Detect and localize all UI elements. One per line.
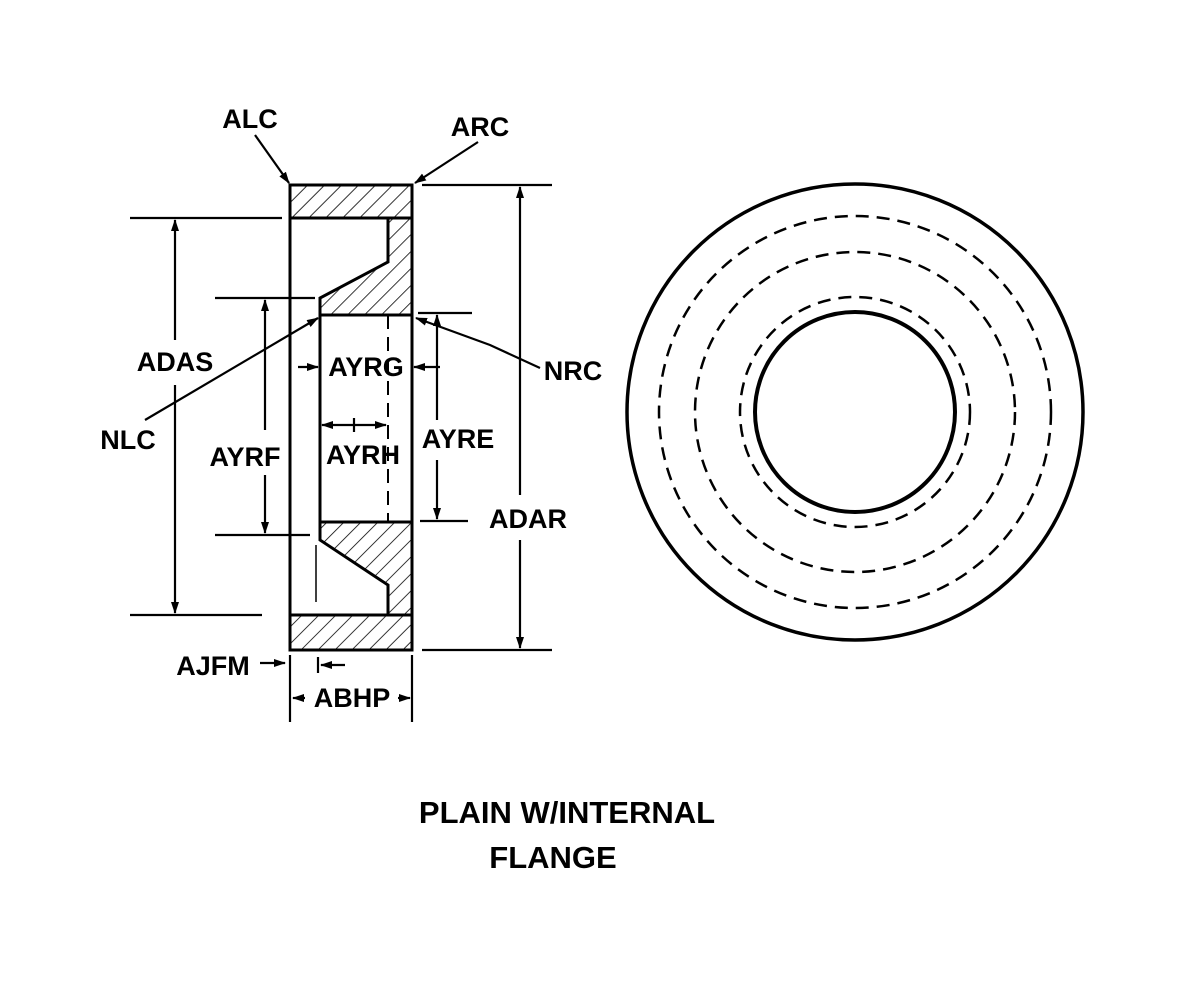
label-adar: ADAR — [489, 504, 567, 534]
section-view — [288, 183, 414, 652]
label-nrc: NRC — [544, 356, 603, 386]
hidden-circle-outer — [657, 214, 1053, 610]
upper-flange-hatch — [318, 216, 414, 317]
label-arc: ARC — [451, 112, 510, 142]
lower-flange-hatch — [318, 520, 414, 617]
label-alc: ALC — [222, 104, 278, 134]
bottom-hatched-wall — [288, 613, 414, 652]
hidden-circle-middle — [693, 250, 1017, 574]
title-line-2: FLANGE — [489, 840, 616, 875]
bore-circle — [753, 310, 957, 514]
hidden-circle-inner — [738, 295, 972, 529]
label-abhp: ABHP — [314, 683, 391, 713]
label-adas: ADAS — [137, 347, 214, 377]
top-hatched-wall — [288, 183, 414, 220]
label-nlc: NLC — [100, 425, 156, 455]
label-ayrf: AYRF — [209, 442, 280, 472]
title-line-1: PLAIN W/INTERNAL — [419, 795, 715, 830]
end-view — [625, 182, 1085, 642]
outer-circle — [625, 182, 1085, 642]
label-ayre: AYRE — [422, 424, 495, 454]
label-ayrg: AYRG — [328, 352, 404, 382]
dimension-lines — [130, 134, 552, 722]
label-ayrh: AYRH — [326, 440, 400, 470]
label-ajfm: AJFM — [176, 651, 250, 681]
